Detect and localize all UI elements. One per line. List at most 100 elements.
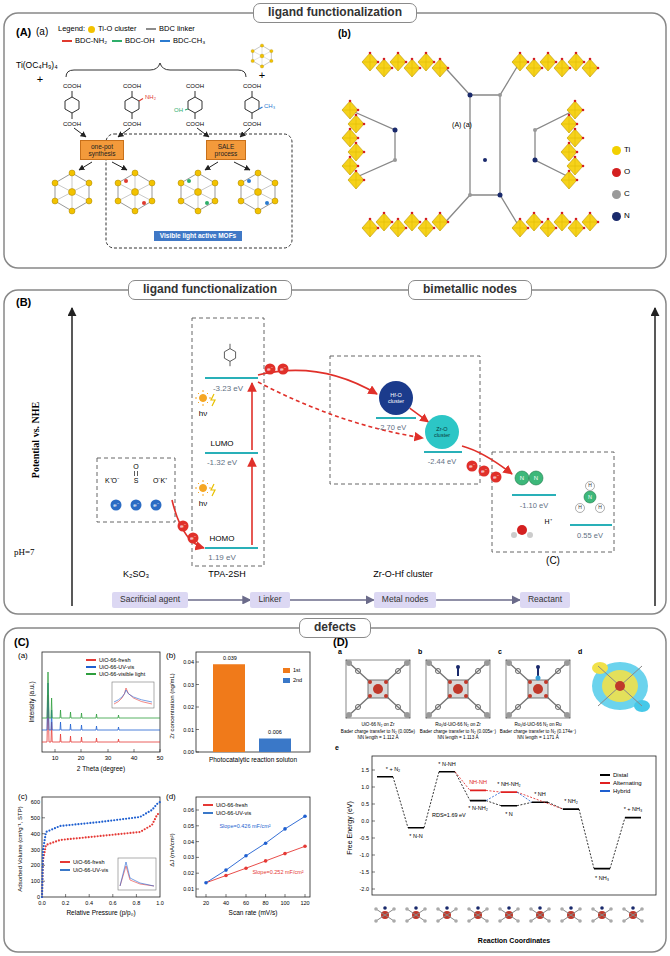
tick-label: 40	[223, 900, 229, 906]
tick-label: 0.03	[183, 681, 194, 687]
flow-box: Sacrificial agent	[112, 592, 188, 608]
legend-swatch	[283, 668, 290, 673]
process-box: one-pot synthesis	[80, 140, 124, 161]
legend-swatch	[612, 212, 621, 221]
axis-title: Relative Pressure (p/p₀)	[66, 909, 135, 916]
tick-label: 100	[31, 878, 40, 884]
legend-swatch	[88, 26, 95, 33]
component-label: TPA-2SH	[208, 569, 245, 579]
tick-label: 0.03	[183, 854, 194, 860]
group-label: CH₃	[264, 103, 275, 110]
axis-title: Free Energy (eV)	[346, 801, 354, 855]
tick-label: 0.01	[183, 726, 194, 732]
photon-label: hν	[199, 499, 207, 508]
state-label: * NH	[534, 791, 546, 797]
tick-label: 10	[52, 755, 59, 762]
tick-label: 0.04	[183, 659, 194, 665]
caption-line: UiO-66 N₂ on Zr	[362, 722, 395, 727]
legend-swatch	[600, 782, 610, 784]
tick-label: 300	[31, 846, 40, 852]
legend-text: Distal	[613, 772, 628, 779]
energy-value: -1.10 eV	[520, 502, 548, 511]
legend-swatch	[112, 40, 122, 42]
energy-value: 0.55 eV	[577, 532, 603, 541]
axis-title: Reaction Coordinates	[478, 937, 550, 945]
component-label: Zr-O-Hf cluster	[373, 569, 433, 579]
panel-letter: (d)	[166, 792, 176, 801]
electron-label: e⁻	[493, 474, 498, 481]
state-label: NH-NH	[469, 779, 487, 785]
group-label: COOH	[243, 121, 261, 128]
state-label: * N-N	[409, 833, 422, 839]
legend-text: C	[624, 189, 630, 198]
node-text: ligand functionalization	[143, 283, 277, 297]
legend-text: UiO-66-UV-vis	[216, 810, 251, 816]
connector-arrow	[290, 599, 374, 601]
axis-title: 2 Theta (degree)	[77, 765, 125, 772]
node-text: bimetallic nodes	[423, 283, 517, 297]
tick-label: 1.5	[361, 767, 369, 773]
caption-line: NN length = 1.113 Å	[437, 735, 478, 740]
cluster-circle: Hf-O cluster	[379, 381, 413, 415]
panel-letter: (b)	[338, 28, 351, 40]
legend-text: 2nd	[293, 677, 302, 683]
tick-label: -1.5	[360, 869, 369, 875]
legend-text: Ti-O cluster	[98, 25, 136, 34]
legend-text: UiO-66-fresh	[99, 657, 130, 663]
legend-text: Ti	[624, 145, 630, 154]
group-label: COOH	[186, 83, 204, 90]
node-text: defects	[314, 621, 356, 635]
state-label: * N-NH	[438, 761, 455, 767]
electron-label: e⁻	[190, 535, 195, 542]
caption-line: Bader charge transfer to N₂ (0.174e⁻)	[500, 729, 576, 734]
group-label: OH	[174, 107, 183, 114]
panel-letter: (B)	[16, 296, 31, 309]
legend-text: Alternating	[613, 780, 642, 787]
energy-value: -1.32 eV	[207, 458, 237, 467]
panel-letter: (a)	[18, 651, 28, 660]
panel-letter: (C)	[14, 636, 29, 649]
tick-label: 0.2	[62, 900, 70, 906]
photon-label: hν	[199, 409, 207, 418]
connector-arrow	[188, 599, 250, 601]
slope-label: Slope=0.426 mF/cm²	[219, 823, 270, 829]
legend-text: BDC-NH₂	[75, 37, 107, 46]
electron-label: e⁻	[280, 366, 285, 373]
atom-label: S	[134, 477, 139, 485]
legend-swatch	[86, 673, 96, 675]
atom-label: O	[133, 463, 138, 471]
formula-label: Ti(OC₄H₉)₄	[16, 61, 58, 71]
condition-label: pH=7	[14, 547, 35, 557]
state-label: * + NH₃	[624, 806, 643, 812]
group-label: COOH	[123, 83, 141, 90]
node-text: ligand functionalization	[268, 6, 402, 20]
tick-label: 0.00	[183, 749, 194, 755]
tick-label: 0.06	[183, 807, 194, 813]
legend-swatch	[160, 40, 170, 42]
atom-label: N	[520, 475, 524, 482]
caption-line: Ru₁/d-UiO-66 N₂ on Zr	[435, 722, 481, 727]
atom-label: K⁺O⁻	[105, 477, 119, 485]
group-label: COOH	[63, 83, 81, 90]
node-text: Sacrificial agent	[120, 595, 180, 605]
axis-title: Adsorbed Volume (cm³g⁻¹, STP)	[17, 806, 24, 891]
node-text: Linker	[258, 595, 281, 605]
legend-swatch	[86, 659, 96, 661]
legend-text: Hybrid	[613, 788, 630, 795]
tick-label: 0.5	[361, 801, 369, 807]
panel-letter: (b)	[166, 651, 176, 660]
energy-value: -3.23 eV	[213, 384, 243, 393]
axis-title: Scan rate (mV/s)	[229, 909, 278, 916]
group-label: COOH	[186, 121, 204, 128]
electron-label: e⁻	[481, 468, 486, 475]
tick-label: 80	[263, 900, 269, 906]
flow-box: Reactant	[520, 592, 570, 608]
tick-label: 60	[243, 900, 249, 906]
caption-line: Ru₁/d-UiO-66 N₂ on Ru	[514, 722, 561, 727]
state-label: * + N₂	[386, 766, 401, 772]
orbital-label: HOMO	[210, 534, 235, 543]
legend-swatch	[600, 774, 610, 776]
tick-label: -2.0	[360, 886, 369, 892]
caption-line: NN length = 1.171 Å	[517, 735, 559, 740]
caption-line: Bader charge transfer to N₂ (0.005e)	[341, 729, 415, 734]
